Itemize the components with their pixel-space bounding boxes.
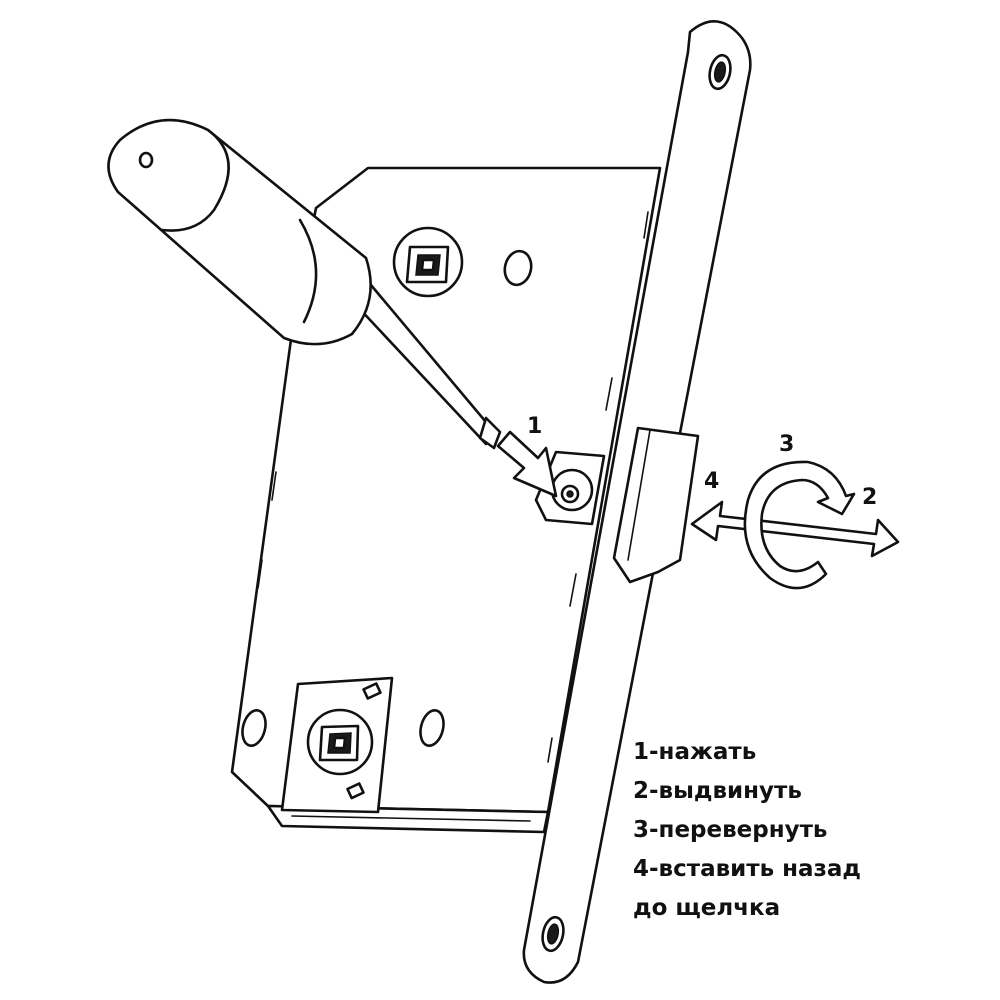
step-label-4: 4 (704, 469, 719, 494)
legend-step-2: 2-выдвинуть (633, 778, 802, 804)
lock-base-strip (266, 804, 550, 834)
legend-step-1: 1-нажать (633, 739, 757, 765)
instructions-legend: 1-нажать 2-выдвинуть 3-перевернуть 4-вст… (633, 733, 861, 928)
lower-spindle-plate (280, 676, 394, 814)
legend-step-4-continuation: до щелчка (633, 895, 781, 921)
lower-right-mounting-hole (419, 709, 445, 747)
upper-mounting-hole (503, 249, 533, 287)
legend-step-4: 4-вставить назад (633, 856, 862, 882)
legend-step-3: 3-перевернуть (633, 817, 828, 843)
rotate-arrow (743, 460, 856, 590)
screwdriver (107, 118, 502, 450)
upper-spindle-hole (392, 226, 464, 298)
lower-left-mounting-hole (241, 709, 267, 747)
step-label-3: 3 (779, 432, 794, 457)
push-arrow (496, 430, 558, 498)
slide-double-arrow (690, 500, 900, 558)
release-button (534, 450, 606, 526)
step-label-2: 2 (862, 485, 877, 510)
step-label-1: 1 (527, 414, 542, 439)
latch-tongue (612, 426, 700, 584)
